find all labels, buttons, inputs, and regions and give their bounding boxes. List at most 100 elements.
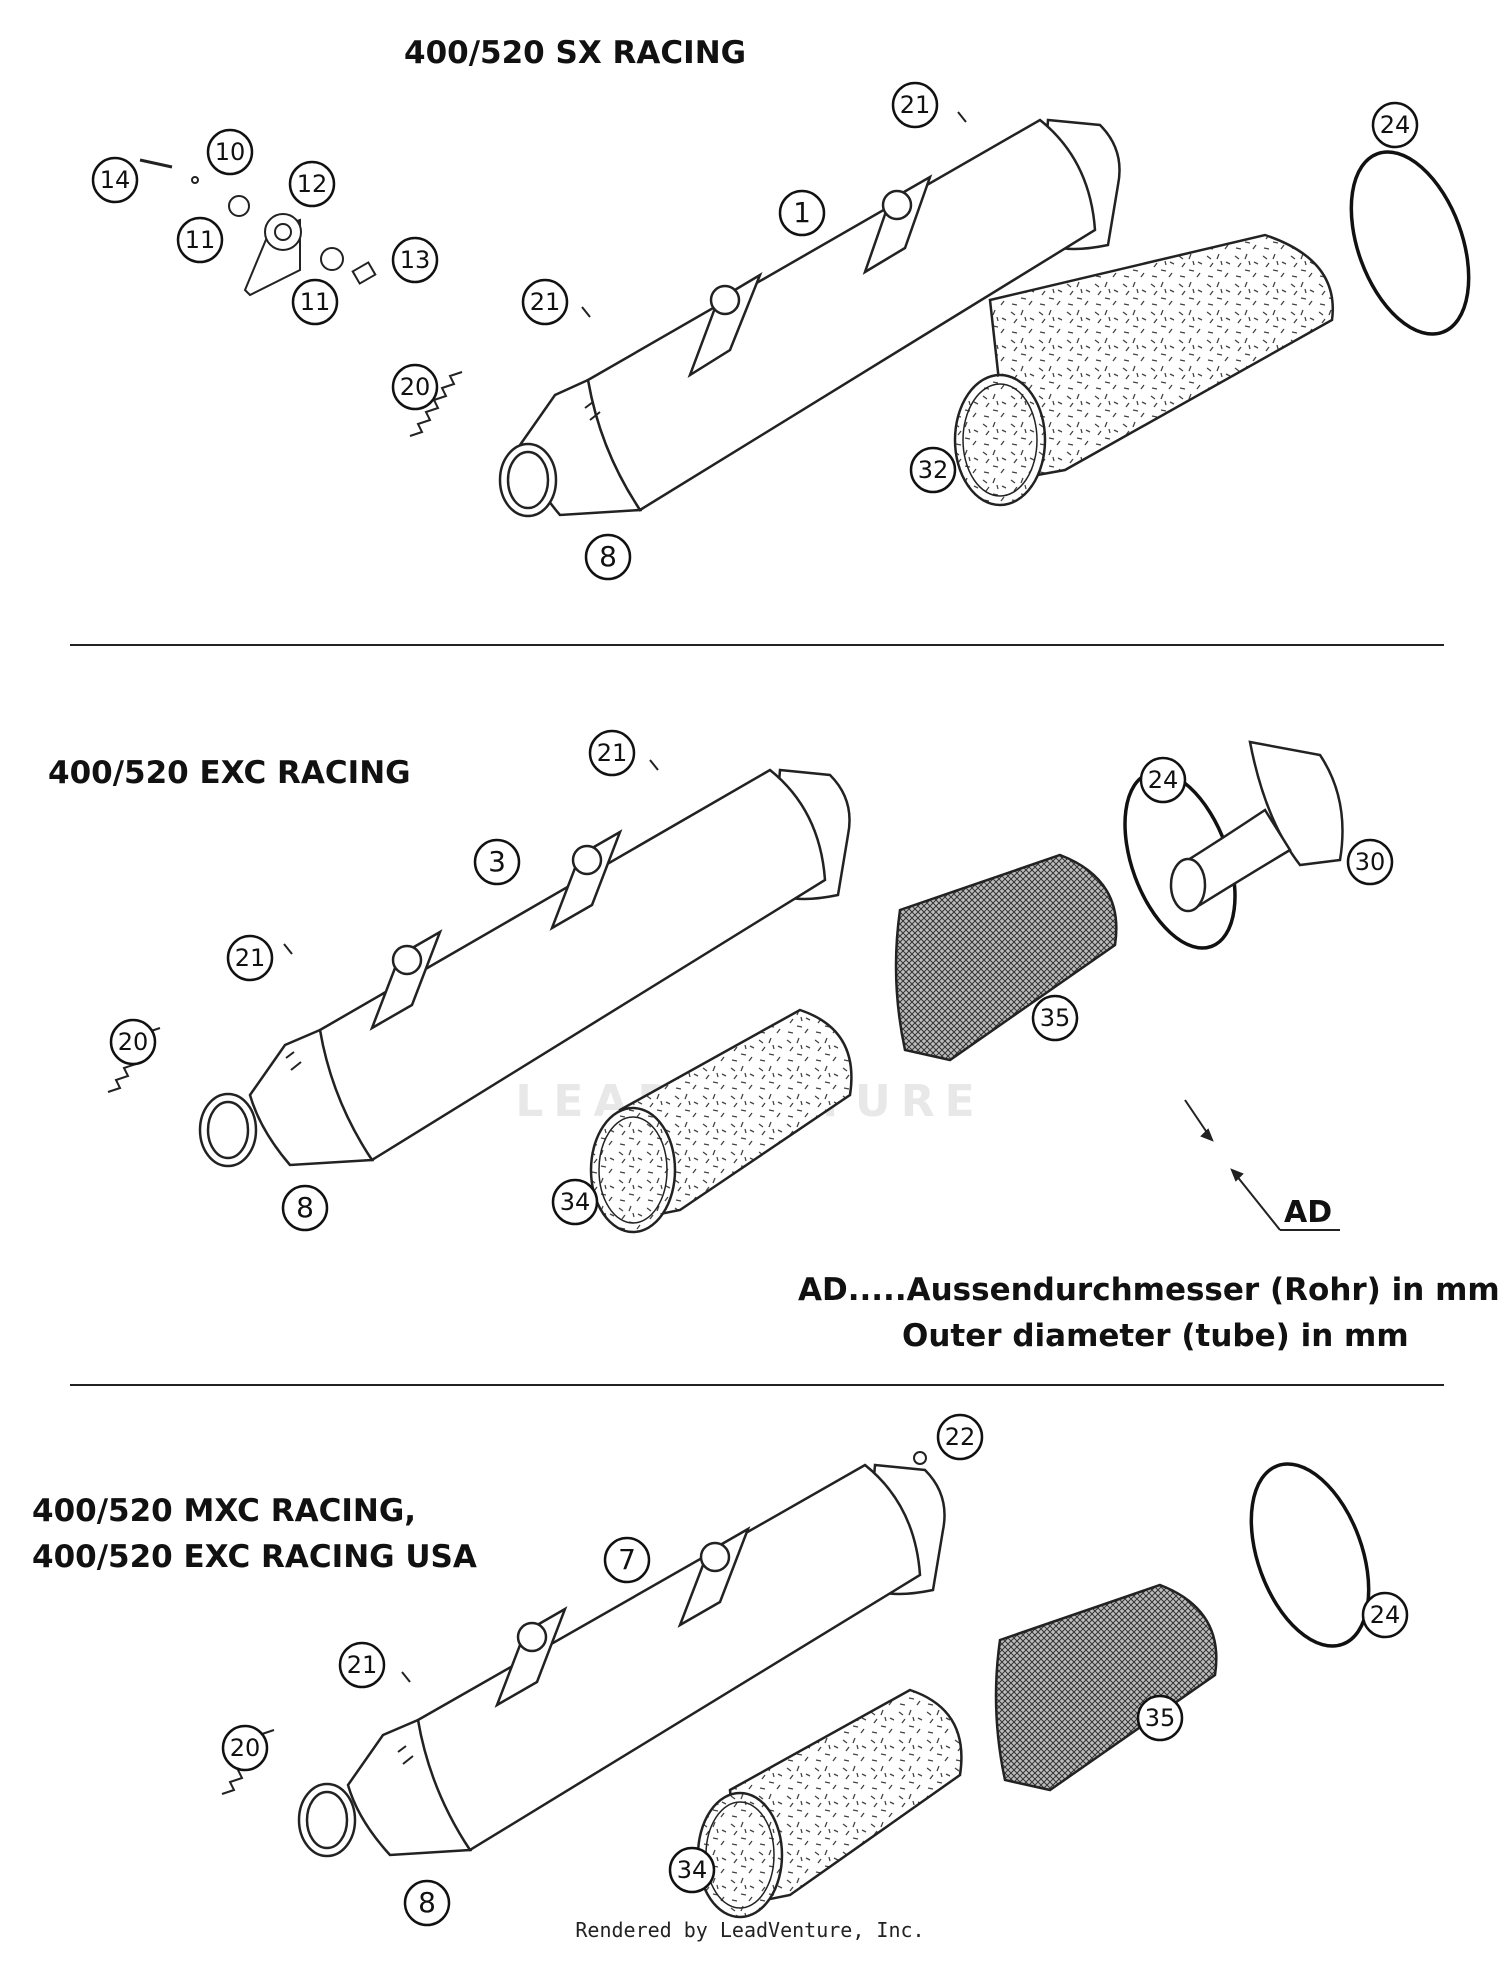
callout-circle — [584, 533, 632, 581]
callout-sx-14: 14 — [91, 156, 139, 204]
callout-sx-21: 21 — [891, 81, 939, 129]
callout-number: 30 — [1355, 848, 1386, 876]
callout-circle — [281, 1184, 329, 1232]
dimension-label: AD — [1284, 1195, 1332, 1230]
callout-number: 20 — [118, 1028, 149, 1056]
section-title-sx: 400/520 SX RACING — [404, 35, 747, 71]
rivet-exc — [283, 759, 659, 955]
rivet-sx — [581, 111, 967, 318]
callout-mxc-21: 21 — [338, 1641, 386, 1689]
callout-circle — [338, 1641, 386, 1689]
callout-circle — [206, 128, 254, 176]
callout-mxc-7: 7 — [603, 1536, 651, 1584]
section-title-mxc-line2: 400/520 EXC RACING USA — [32, 1539, 477, 1575]
callout-circle — [909, 446, 957, 494]
callout-circle — [291, 278, 339, 326]
callout-number: 14 — [100, 166, 131, 194]
callout-circle — [391, 236, 439, 284]
absorption-wool-exc — [589, 1008, 853, 1234]
callout-circle — [221, 1724, 269, 1772]
callout-circle — [891, 81, 939, 129]
mounting-bracket-sx — [139, 158, 377, 297]
callout-sx-20: 20 — [391, 363, 439, 411]
callout-circle — [551, 1178, 599, 1226]
callout-circle — [1346, 838, 1394, 886]
callout-number: 35 — [1145, 1704, 1176, 1732]
wire-mesh-mxc — [994, 1583, 1218, 1792]
callout-circle — [226, 934, 274, 982]
callout-number: 8 — [599, 540, 617, 573]
callout-mxc-20: 20 — [221, 1724, 269, 1772]
section-title-exc: 400/520 EXC RACING — [48, 755, 411, 791]
callout-circle — [1031, 994, 1079, 1042]
callout-circle — [603, 1536, 651, 1584]
callout-number: 21 — [530, 288, 561, 316]
silencer-body-exc — [198, 768, 851, 1168]
dimension-note-en: Outer diameter (tube) in mm — [902, 1318, 1409, 1354]
callout-mxc-8: 8 — [403, 1879, 451, 1927]
callout-circle — [473, 838, 521, 886]
callout-mxc-22: 22 — [936, 1413, 984, 1461]
callout-circle — [176, 216, 224, 264]
callout-number: 21 — [597, 739, 628, 767]
callout-circle — [588, 729, 636, 777]
callout-number: 32 — [918, 456, 949, 484]
callout-number: 20 — [400, 373, 431, 401]
callout-circle — [1136, 1694, 1184, 1742]
callout-sx-21: 21 — [521, 278, 569, 326]
callout-circle — [91, 156, 139, 204]
callout-number: 24 — [1370, 1601, 1401, 1629]
callout-sx-1: 1 — [778, 189, 826, 237]
callout-number: 11 — [185, 226, 216, 254]
callout-number: 8 — [418, 1886, 436, 1919]
callout-circle — [778, 189, 826, 237]
callout-exc-34: 34 — [551, 1178, 599, 1226]
callout-circle — [391, 363, 439, 411]
callout-number: 35 — [1040, 1004, 1071, 1032]
callout-circle — [521, 278, 569, 326]
callout-number: 24 — [1380, 111, 1411, 139]
dimension-note-de: AD.....Aussendurchmesser (Rohr) in mm — [798, 1272, 1500, 1308]
callout-exc-21: 21 — [226, 934, 274, 982]
callout-exc-30: 30 — [1346, 838, 1394, 886]
callout-sx-24: 24 — [1371, 101, 1419, 149]
silencer-body-mxc — [297, 1463, 946, 1858]
callout-mxc-24: 24 — [1361, 1591, 1409, 1639]
callout-mxc-34: 34 — [668, 1846, 716, 1894]
callout-sx-32: 32 — [909, 446, 957, 494]
callout-number: 10 — [215, 138, 246, 166]
footer-credit: Rendered by LeadVenture, Inc. — [575, 1918, 925, 1942]
callout-mxc-35: 35 — [1136, 1694, 1184, 1742]
o-ring-mxc — [1249, 1462, 1371, 1648]
callout-circle — [1371, 101, 1419, 149]
silencer-body-sx — [498, 118, 1121, 518]
callout-number: 8 — [296, 1191, 314, 1224]
end-cap-exc — [1169, 740, 1344, 913]
callout-number: 22 — [945, 1423, 976, 1451]
callout-number: 21 — [235, 944, 266, 972]
callout-exc-21: 21 — [588, 729, 636, 777]
wire-mesh-exc — [894, 853, 1118, 1062]
callout-circle — [288, 160, 336, 208]
callout-exc-24: 24 — [1139, 756, 1187, 804]
callout-sx-11: 11 — [176, 216, 224, 264]
callout-sx-12: 12 — [288, 160, 336, 208]
spring-sx — [409, 371, 463, 437]
callout-sx-11: 11 — [291, 278, 339, 326]
section-title-mxc-line1: 400/520 MXC RACING, — [32, 1493, 417, 1529]
callout-number: 3 — [488, 845, 506, 878]
callout-number: 21 — [347, 1651, 378, 1679]
callout-number: 12 — [297, 170, 328, 198]
absorption-wool-sx — [953, 233, 1335, 507]
callout-number: 34 — [560, 1188, 591, 1216]
callout-exc-3: 3 — [473, 838, 521, 886]
dimension-ad — [1184, 1099, 1340, 1231]
callout-number: 11 — [300, 288, 331, 316]
callout-number: 20 — [230, 1734, 261, 1762]
callout-circle — [403, 1879, 451, 1927]
callout-circle — [668, 1846, 716, 1894]
callout-number: 21 — [900, 91, 931, 119]
